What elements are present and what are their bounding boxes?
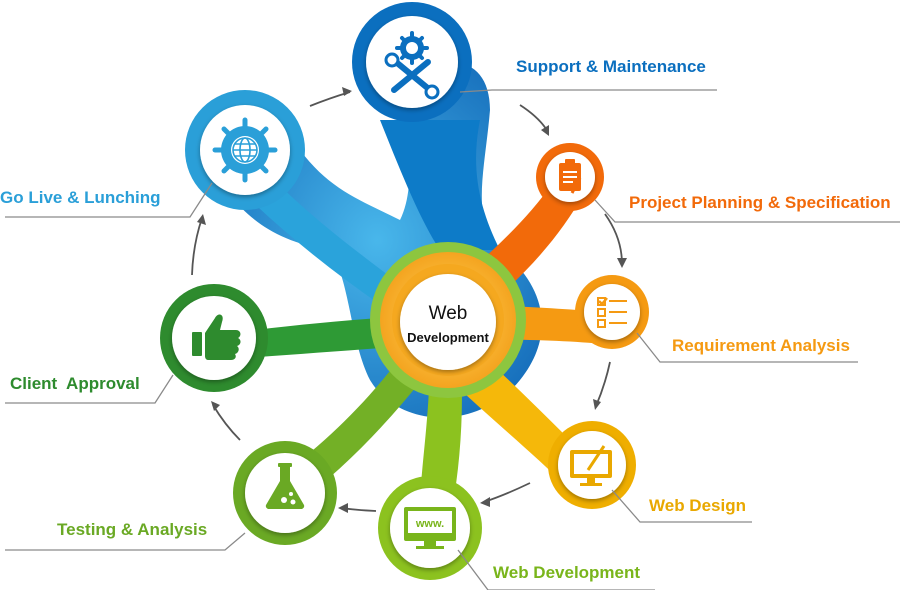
clipboard-icon [559,159,582,194]
label-support-maintenance: Support & Maintenance [516,57,706,76]
golive-arm [235,160,420,325]
flask-icon [265,463,305,510]
globe-gear-icon [212,117,278,183]
center-title-line2: Development [407,330,489,345]
arrow-requirement-to-design [595,361,611,407]
label-go-live: Go Live & Lunching [0,188,161,207]
arrow-testing-to-approval [212,404,241,441]
label-web-development: Web Development [493,563,641,582]
center-badge [400,274,496,370]
browser-www-icon: www. [404,507,456,549]
label-testing-analysis: Testing & Analysis [57,520,208,539]
arrow-approval-to-golive [191,217,203,276]
thumbs-up-icon [192,314,241,360]
www-text: www. [415,518,444,530]
label-web-design: Web Design [649,496,746,515]
tools-gear-icon [384,31,440,100]
center-title-line1: Web [428,303,468,324]
label-connectors [5,89,900,590]
label-client-approval: Client Approval [10,374,140,393]
arrow-design-to-development [483,482,531,503]
label-project-planning: Project Planning & Specification [629,193,891,212]
arrow-support-to-planning [519,104,549,133]
label-requirement-analysis: Requirement Analysis [672,336,850,355]
support-arm [380,120,500,250]
arrowheads [197,87,627,513]
checklist-icon [597,297,627,328]
monitor-pen-icon [570,445,612,486]
